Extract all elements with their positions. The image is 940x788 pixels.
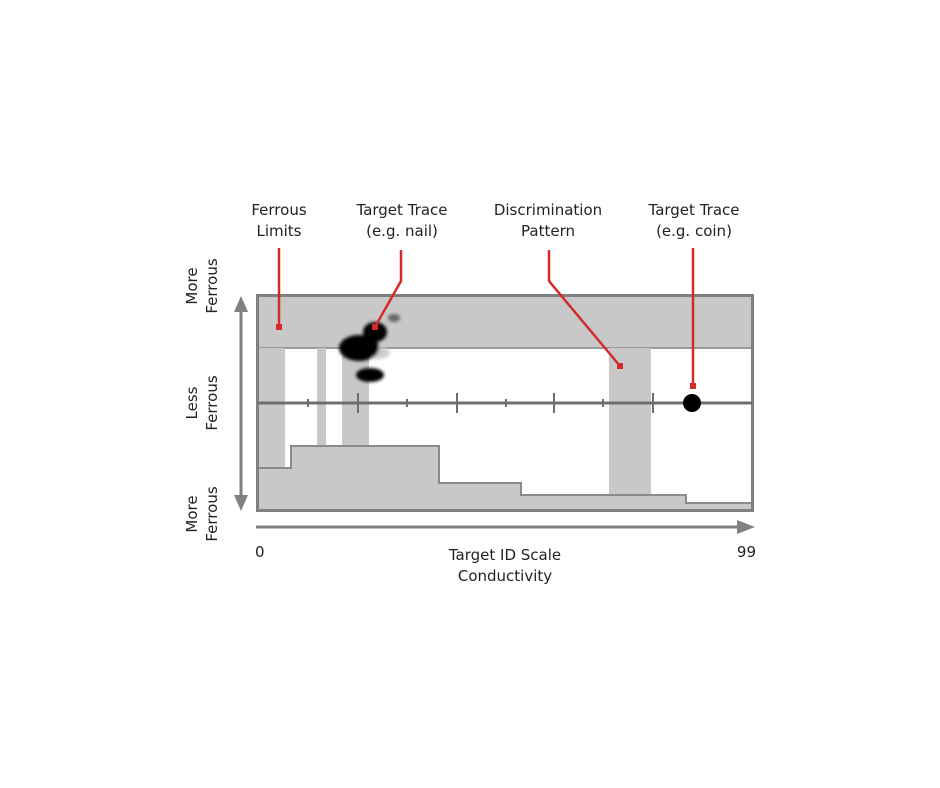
- callout-markers: [276, 324, 696, 389]
- y-top-label-2: Ferrous: [203, 258, 221, 313]
- label-discrimination-1: Discrimination: [494, 201, 602, 219]
- discrimination-band: [609, 348, 651, 495]
- label-nail-2: (e.g. nail): [366, 222, 438, 240]
- y-bottom-label-2: Ferrous: [203, 486, 221, 541]
- coin-trace: [683, 394, 701, 412]
- label-coin-2: (e.g. coin): [656, 222, 732, 240]
- vertical-arrow: [234, 296, 248, 511]
- y-top-label-1: More: [183, 267, 201, 304]
- label-coin-1: Target Trace: [648, 201, 740, 219]
- center-ticks: [307, 393, 654, 413]
- x-title-1: Target ID Scale: [448, 546, 561, 564]
- horizontal-arrow: [256, 520, 755, 534]
- y-bottom-label-1: More: [183, 495, 201, 532]
- discrimination-band: [317, 348, 326, 446]
- plot-border: [256, 294, 754, 512]
- callout-nail: [373, 250, 403, 328]
- y-middle-label-1: Less: [183, 386, 201, 419]
- nail-trace: [339, 314, 400, 382]
- discrimination-band: [258, 348, 285, 468]
- x-min-label: 0: [255, 543, 265, 561]
- label-ferrous-limits-1: Ferrous: [251, 201, 306, 219]
- label-nail-1: Target Trace: [356, 201, 448, 219]
- label-discrimination-2: Pattern: [521, 222, 575, 240]
- x-max-label: 99: [737, 543, 756, 561]
- y-middle-label-2: Ferrous: [203, 375, 221, 430]
- label-ferrous-limits-2: Limits: [257, 222, 302, 240]
- x-title-2: Conductivity: [458, 567, 552, 585]
- callouts: [277, 248, 695, 387]
- ferrous-limit-band: [256, 294, 754, 348]
- discrimination-band: [342, 348, 369, 446]
- callout-discrimination: [547, 250, 621, 367]
